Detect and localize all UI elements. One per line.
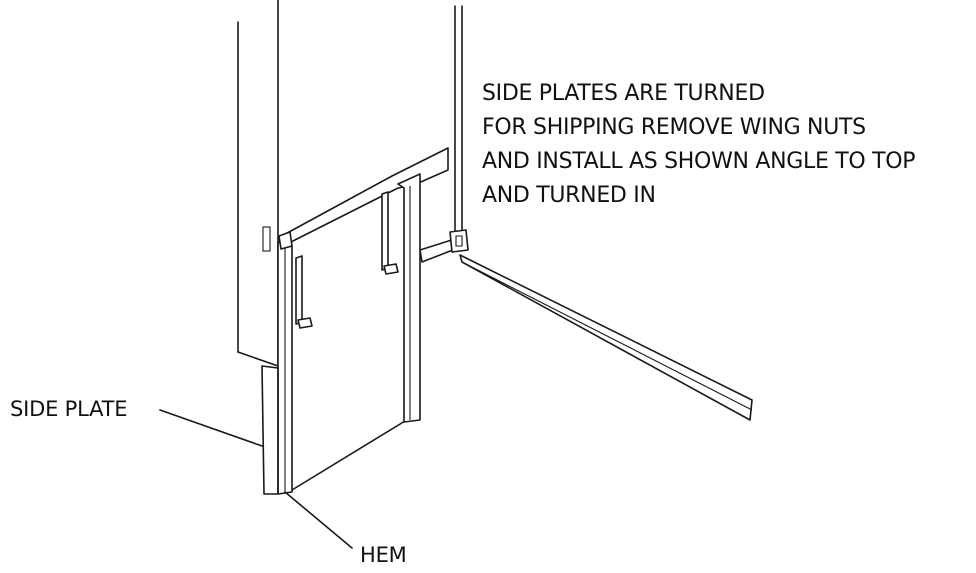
left-cabinet-panel bbox=[237, 0, 279, 367]
note-line-4: AND TURNED IN bbox=[482, 183, 656, 208]
side-plate-leader bbox=[159, 409, 263, 447]
hem-leader bbox=[284, 491, 353, 549]
slot-right bbox=[381, 191, 399, 275]
note-line-2: FOR SHIPPING REMOVE WING NUTS bbox=[482, 115, 866, 140]
note-line-3: AND INSTALL AS SHOWN ANGLE TO TOP bbox=[482, 149, 915, 174]
hem-label: HEM bbox=[360, 543, 407, 567]
slot-left bbox=[295, 255, 313, 329]
side-plate bbox=[261, 173, 421, 495]
floor-rail bbox=[419, 237, 753, 421]
corner-bracket bbox=[449, 229, 469, 253]
right-wall bbox=[454, 5, 463, 237]
side-plate-label: SIDE PLATE bbox=[10, 397, 127, 421]
note-line-1: SIDE PLATES ARE TURNED bbox=[482, 81, 765, 106]
